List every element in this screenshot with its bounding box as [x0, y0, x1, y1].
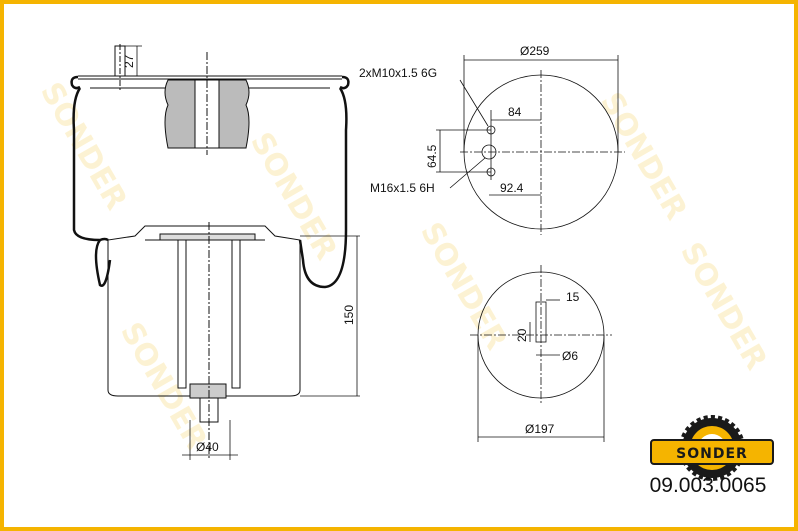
part-number: 09.003.0065 — [649, 474, 767, 497]
dim-bottom-diameter: Ø197 — [525, 422, 555, 436]
watermark-layer: SONDER SONDER SONDER SONDER SONDER SONDE… — [33, 77, 774, 456]
watermark: SONDER — [593, 87, 694, 226]
dim-stud-diameter: Ø40 — [196, 440, 219, 454]
bellows — [72, 87, 348, 289]
dimension-lines — [125, 45, 625, 460]
logo-text: SONDER — [676, 446, 748, 462]
watermark: SONDER — [33, 77, 134, 216]
dim-height: 150 — [342, 305, 356, 325]
watermark: SONDER — [243, 127, 344, 266]
rubber-bumper — [164, 52, 250, 155]
dim-stud-height: 27 — [122, 54, 136, 68]
dim-20: 20 — [515, 328, 529, 342]
dim-thread-pair: 2xM10x1.5 6G — [359, 66, 437, 80]
dim-offset-92-4: 92.4 — [500, 181, 524, 195]
watermark: SONDER — [673, 237, 774, 376]
piston — [107, 222, 301, 460]
dim-offset-64-5: 64.5 — [425, 144, 439, 168]
dim-pin-diameter: Ø6 — [562, 349, 578, 363]
sonder-logo: SONDER — [650, 415, 774, 481]
dim-thread-center: M16x1.5 6H — [370, 181, 435, 195]
dim-offset-84: 84 — [508, 105, 522, 119]
dim-top-plate-diameter: Ø259 — [520, 44, 550, 58]
dim-15: 15 — [566, 290, 580, 304]
